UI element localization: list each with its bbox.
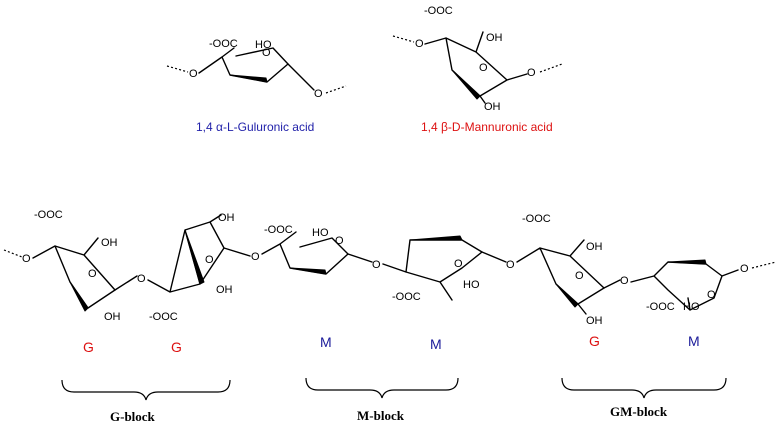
ring-bonds	[198, 47, 289, 83]
chain-link-end	[751, 261, 777, 269]
unit6-coo: -OOC	[646, 301, 675, 313]
bond-u5-o	[603, 279, 621, 289]
atom-ring-o: O	[479, 62, 488, 74]
label-g-block: G-block	[110, 409, 156, 424]
unit4-coo: -OOC	[392, 291, 421, 303]
atom-o-link5: O	[620, 275, 629, 287]
guluronic-monomer: O -OOC HO O O	[166, 38, 347, 100]
unit-label-4: M	[430, 336, 442, 352]
unit2-wedge	[184, 229, 205, 285]
bond-u3-o	[347, 253, 373, 263]
unit3-ho: HO	[312, 227, 329, 239]
unit-label-5: G	[589, 333, 600, 349]
atom-o-link4: O	[506, 259, 515, 271]
unit2-ring-o: O	[205, 254, 214, 266]
wedge-bond	[451, 69, 481, 100]
unit1-ring-o: O	[88, 268, 97, 280]
unit4-wedge	[409, 235, 463, 241]
bond-o	[287, 63, 315, 91]
unit2-oh-top: OH	[218, 212, 235, 224]
atom-coo: -OOC	[424, 5, 453, 17]
caption-guluronic: 1,4 α-L-Guluronic acid	[196, 120, 314, 134]
link-left	[392, 35, 415, 43]
atom-o-right: O	[527, 67, 536, 79]
unit6-ho: HO	[683, 301, 700, 313]
unit-label-3: M	[320, 334, 332, 350]
unit4-ring-o: O	[454, 258, 463, 270]
unit-label-2: G	[171, 339, 182, 355]
atom-ho: HO	[255, 39, 272, 51]
atom-o-link1: O	[137, 273, 146, 285]
unit3-coo: -OOC	[264, 224, 293, 236]
wedge-bond	[229, 74, 268, 83]
atom-oh-top: OH	[486, 32, 503, 44]
unit3-wedge	[289, 267, 327, 275]
atom-o: O	[415, 38, 424, 50]
link-right	[539, 63, 563, 73]
unit5-oh-bottom: OH	[586, 315, 603, 327]
atom-ring-o: O	[262, 47, 271, 59]
caption-mannuronic: 1,4 β-D-Mannuronic acid	[421, 120, 553, 134]
ring-bonds	[424, 31, 528, 97]
atom-o: O	[22, 253, 31, 265]
link-right	[325, 85, 347, 94]
link-left	[166, 65, 189, 73]
atom-o-right: O	[314, 88, 323, 100]
bond-oh	[479, 95, 486, 104]
unit6-wedge	[667, 259, 707, 265]
unit1-coo: -OOC	[34, 209, 63, 221]
unit-label-6: M	[688, 333, 700, 349]
unit4-ho: HO	[463, 279, 480, 291]
unit3-ring-o: O	[335, 235, 344, 247]
atom-o-link2: O	[251, 251, 260, 263]
chain-link-start	[3, 249, 23, 258]
brace-gm-block	[561, 377, 727, 399]
unit2-coo: -OOC	[149, 311, 178, 323]
unit5-oh: OH	[586, 241, 603, 253]
unit6-ring	[630, 261, 739, 311]
unit6-ring-o: O	[707, 289, 716, 301]
polymer-chain: O -OOC OH O OH O OH O OH -OOC O -OOC HO …	[3, 209, 777, 327]
mannuronic-monomer: O -OOC OH O O OH	[392, 5, 563, 113]
unit5-wedge	[555, 283, 579, 308]
bond-u1-o	[114, 275, 138, 291]
unit-label-1: G	[83, 339, 94, 355]
bond-u4-o	[481, 251, 507, 263]
atom-o-link3: O	[372, 259, 381, 271]
unit5-ring-o: O	[575, 270, 584, 282]
brace-m-block	[305, 377, 459, 399]
atom-oh-bottom: OH	[484, 101, 501, 113]
label-gm-block: GM-block	[610, 404, 668, 419]
brace-g-block	[61, 379, 231, 401]
unit1-wedge	[69, 281, 89, 312]
atom-coo: -OOC	[209, 38, 238, 50]
unit3-ring	[261, 231, 349, 275]
unit5-coo: -OOC	[522, 213, 551, 225]
label-m-block: M-block	[357, 408, 405, 423]
atom-o: O	[189, 68, 198, 80]
unit-labels: G G M M G M	[83, 333, 700, 355]
unit1-oh-bottom: OH	[104, 311, 121, 323]
unit2-oh: OH	[216, 284, 233, 296]
block-braces	[61, 377, 727, 401]
unit1-oh: OH	[101, 237, 118, 249]
atom-o-end: O	[740, 263, 749, 275]
